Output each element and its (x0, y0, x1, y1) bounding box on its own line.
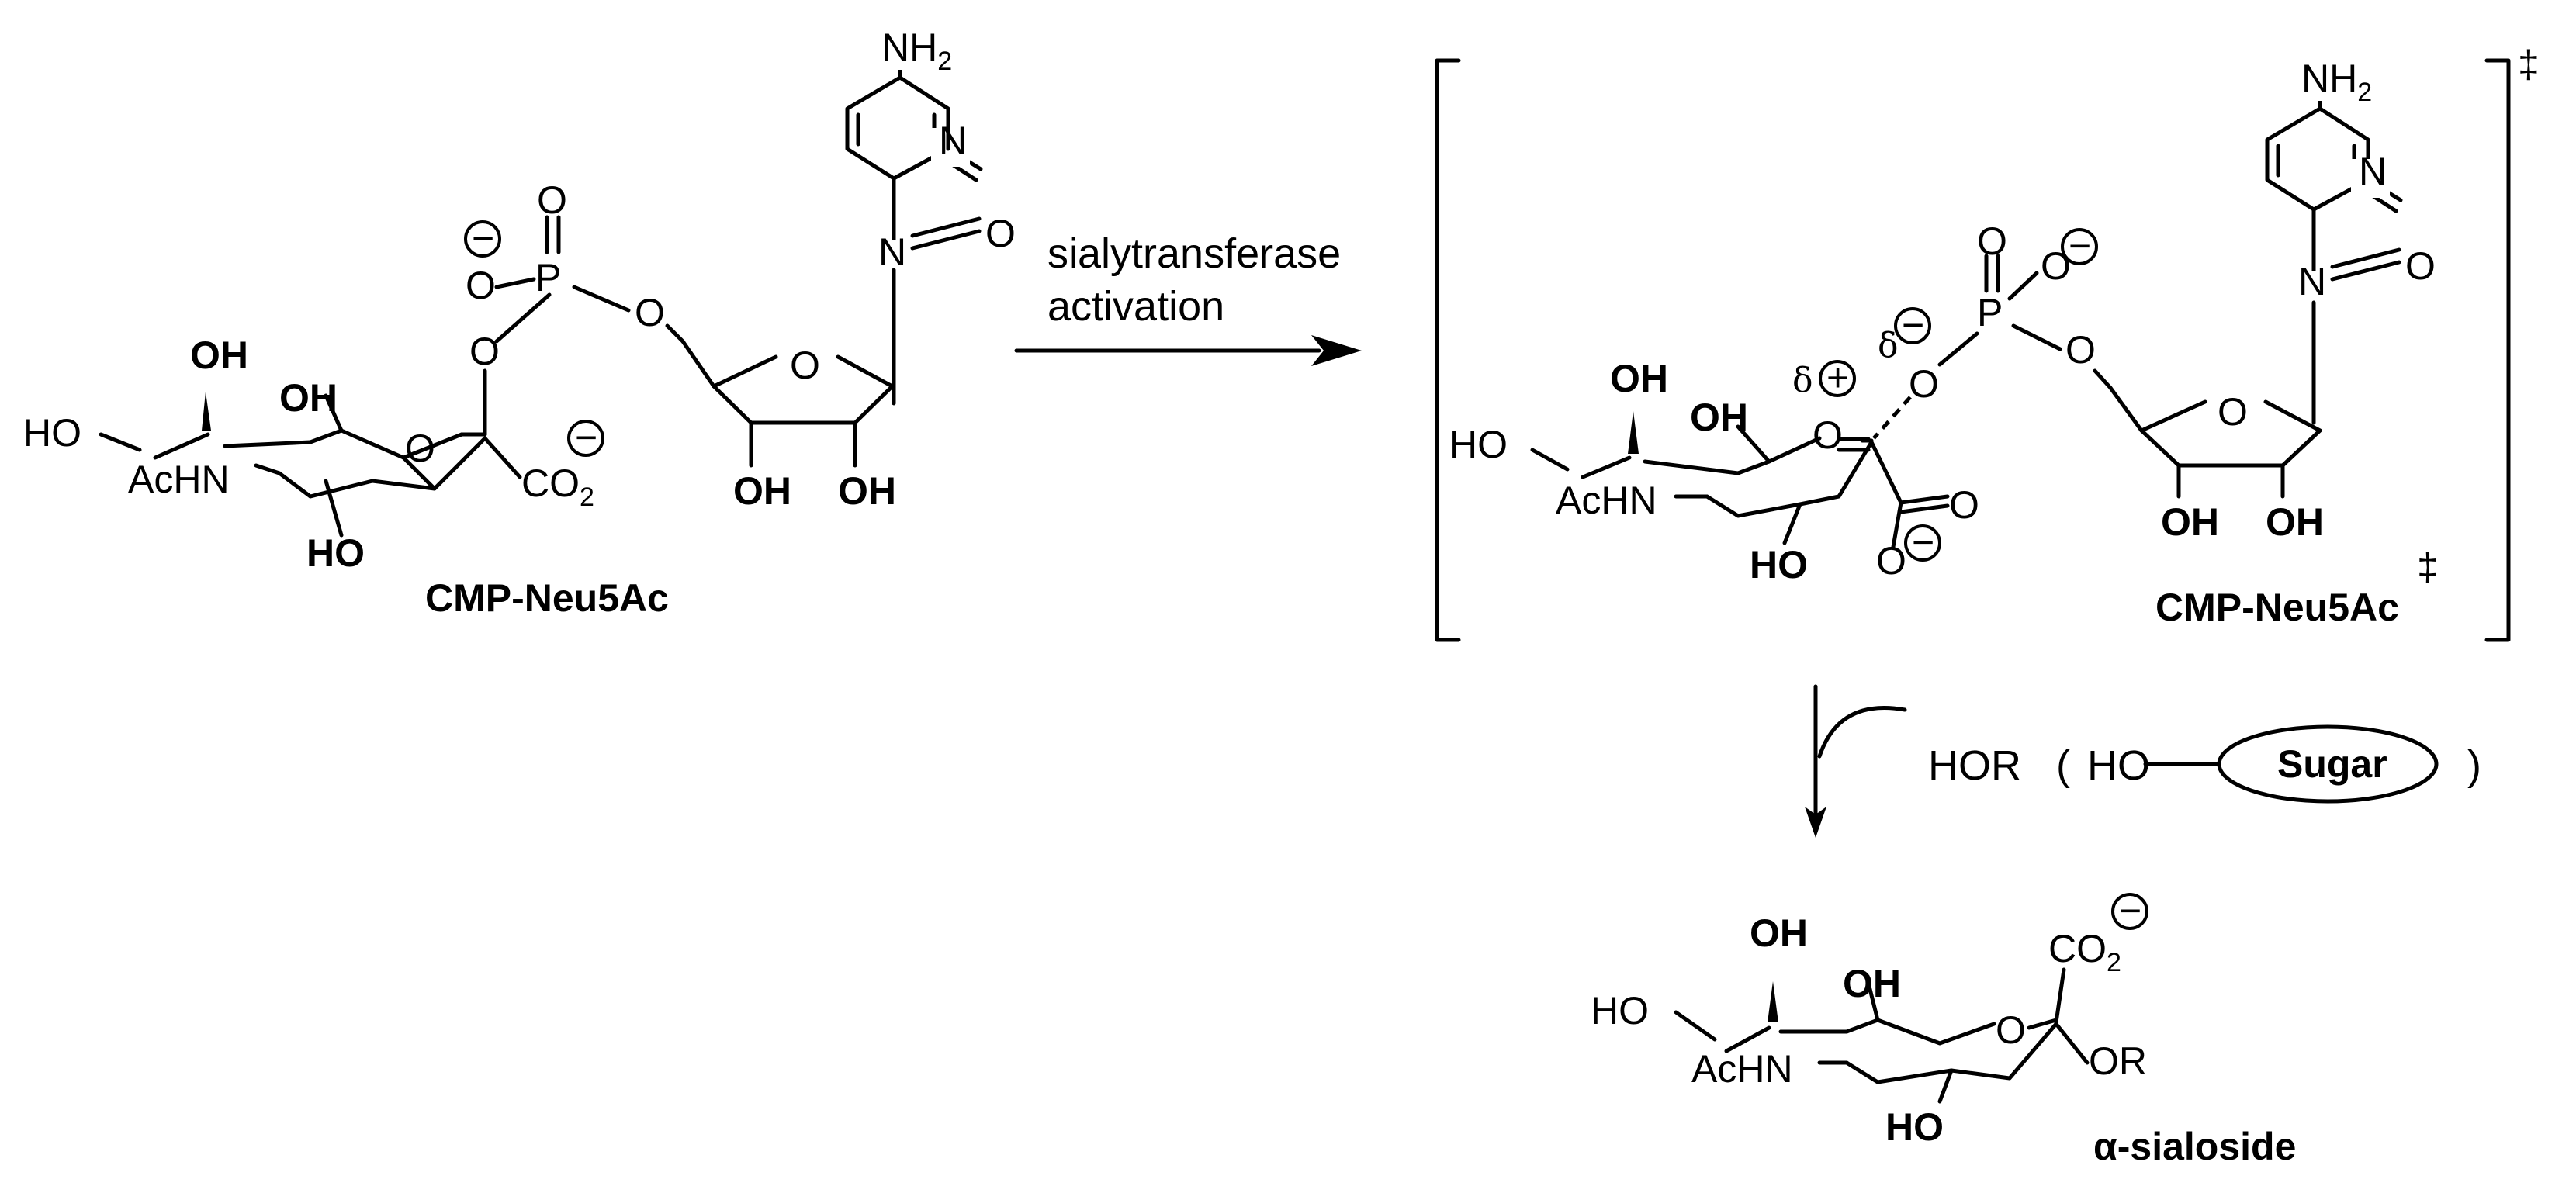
carboxylate-charge: − (575, 416, 597, 459)
reaction-arrow: sialytransferase activation (1014, 230, 1362, 366)
glycosidic-nitrogen: N (878, 230, 906, 274)
product-carboxylate: CO2 (2048, 927, 2121, 977)
nucleophile-close-paren: ) (2467, 742, 2481, 789)
ts-ribose-3-oh: OH (2266, 500, 2324, 544)
product-c4-oh: HO (1885, 1105, 1944, 1149)
phosphate-ester-oxygen: O (635, 291, 665, 334)
ts-delta-minus: δ (1878, 326, 1899, 365)
ts-ribose-2-oh: OH (2161, 500, 2219, 544)
arrow-label-activation: activation (1047, 283, 1224, 330)
phosphoryl-oxygen: O (537, 178, 567, 222)
carboxylate-label: CO2 (521, 462, 594, 512)
c7-oh: OH (279, 376, 338, 420)
ts-leaving-oxygen: O (1909, 362, 1939, 406)
ribose-3-oh: OH (838, 469, 896, 513)
ts-phosphate-ester-oxygen: O (2065, 328, 2096, 372)
ts-carboxyl-oxygen: O (1949, 483, 1979, 527)
phosphate-charge: − (472, 216, 494, 260)
ts-carboxylate-charge: − (1912, 520, 1934, 564)
carbonyl-oxygen: O (985, 212, 1016, 255)
ts-c9-oh: HO (1449, 423, 1508, 466)
ts-c7-oh: OH (1690, 396, 1748, 439)
nucleophile-step: HOR ( HO Sugar ) (1805, 684, 2481, 838)
ts-phosphate-charge: − (2069, 224, 2091, 268)
reactant-neu5ac: O CO2 − OH HO AcHN OH HO (23, 334, 604, 575)
arrow-label-enzyme: sialytransferase (1047, 230, 1341, 277)
c4-oh: HO (306, 531, 365, 575)
reactant-structure: NH2 N O N O OH OH O P (23, 26, 1016, 620)
ts-c8-oh: OH (1610, 357, 1668, 400)
ts-double-dagger: ‡ (2417, 545, 2439, 589)
reactant-ribose: O OH OH (665, 268, 896, 513)
transition-state: ‡ NH2 N O N O OH OH O P O (1435, 43, 2540, 642)
anomeric-oxygen: O (469, 330, 500, 373)
product-structure: O CO2 − OR OH HO AcHN OH HO α-sialoside (1591, 889, 2296, 1168)
reactant-label: CMP-Neu5Ac (425, 576, 669, 620)
ts-phosphoryl-oxygen: O (1977, 220, 2007, 263)
ts-phosphorus: P (1977, 291, 2003, 334)
ts-ring-oxygen: O (1813, 413, 1843, 457)
ts-ribose-ring-oxygen: O (2218, 390, 2248, 434)
product-ring-oxygen: O (1996, 1008, 2026, 1052)
product-label: α-sialoside (2093, 1125, 2296, 1168)
nucleophile-open-paren: ( (2056, 742, 2070, 789)
ring-nitrogen: N (939, 119, 967, 162)
product-carboxylate-charge: − (2119, 889, 2141, 932)
phosphorus: P (535, 256, 561, 299)
nucleophile-ho: HO (2087, 742, 2150, 789)
acetamido-label: AcHN (128, 458, 230, 501)
ts-acetamido-label: AcHN (1556, 479, 1657, 522)
ts-amine-label: NH2 (2301, 57, 2372, 107)
ts-delta-plus: δ (1792, 361, 1813, 400)
product-or: OR (2089, 1039, 2147, 1083)
sugar-ellipse (2217, 724, 2439, 804)
phosphate-anion-oxygen: O (466, 264, 496, 307)
ts-label: CMP-Neu5Ac (2155, 586, 2399, 629)
product-acetamido: AcHN (1691, 1047, 1793, 1091)
ts-leaving-oxygen-charge: − (1902, 303, 1924, 347)
product-c9-oh: HO (1591, 989, 1649, 1032)
ts-oxocarbenium-charge: + (1826, 356, 1849, 399)
reactant-phosphate: O P O O − O (464, 178, 665, 437)
ts-glycosidic-nitrogen: N (2298, 260, 2326, 303)
ts-carbonyl-oxygen: O (2405, 244, 2436, 288)
c8-oh: OH (190, 334, 248, 377)
nucleophile-hor: HOR (1928, 742, 2021, 789)
amine-label: NH2 (881, 26, 952, 76)
ribose-ring-oxygen: O (790, 344, 820, 387)
ribose-2-oh: OH (733, 469, 791, 513)
bracket-double-dagger: ‡ (2518, 43, 2540, 86)
ts-carboxylate-oxygen: O (1876, 539, 1906, 583)
reactant-cytosine: NH2 N O N (845, 26, 1016, 279)
ts-c4-oh: HO (1750, 543, 1808, 586)
c9-oh: HO (23, 411, 81, 455)
ts-ring-nitrogen: N (2359, 150, 2387, 193)
ts-phosphate-anion-oxygen: O (2041, 244, 2071, 288)
product-c7-oh: OH (1843, 962, 1901, 1005)
neu5ac-ring-oxygen: O (405, 427, 435, 470)
nucleophile-sugar: Sugar (2277, 742, 2387, 786)
product-c8-oh: OH (1750, 911, 1808, 955)
